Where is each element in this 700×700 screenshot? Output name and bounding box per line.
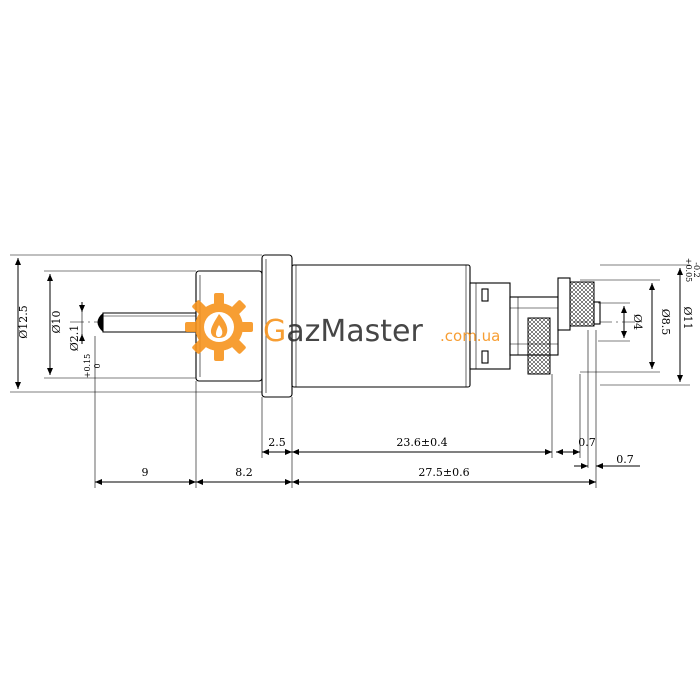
left-dimensions: Ø12.5 Ø10 Ø2.1 +0.15 0 (10, 254, 262, 393)
dim-dia-11-tol-lower: -0.2 (692, 262, 700, 277)
dim-len-0-7-a: 0.7 (578, 436, 596, 449)
dim-len-23-6: 23.6±0.4 (396, 436, 447, 449)
dim-len-27-5: 27.5±0.6 (418, 466, 469, 479)
gazmaster-logo: GazMaster .com.ua (185, 293, 500, 361)
dim-dia-2-1-tol-upper: +0.15 (83, 354, 92, 379)
dim-len-9: 9 (142, 466, 149, 479)
knurled-nut (527, 317, 551, 375)
terminal-tip (593, 301, 601, 325)
dim-dia-2-1-tol-lower: 0 (93, 363, 102, 368)
pin-tip (97, 313, 103, 332)
dim-dia-4: Ø4 (631, 314, 644, 330)
dim-len-2-5: 2.5 (268, 436, 286, 449)
dim-dia-12-5: Ø12.5 (17, 305, 30, 339)
dim-dia-11: Ø11 (681, 306, 694, 329)
terminal-disk (557, 277, 571, 331)
dim-dia-8-5: Ø8.5 (659, 309, 672, 336)
brand-name: GazMaster (263, 314, 423, 349)
terminal-knurl (569, 281, 595, 327)
gear-flame-icon (185, 293, 253, 361)
dim-dia-11-tol-upper: +0.05 (684, 258, 693, 283)
brand-domain: .com.ua (440, 327, 500, 345)
dim-dia-2-1: Ø2.1 (68, 325, 81, 352)
dim-dia-10: Ø10 (50, 310, 63, 333)
dim-len-0-7-b: 0.7 (616, 453, 634, 466)
dim-len-8-2: 8.2 (235, 466, 253, 479)
right-dimensions: Ø4 Ø8.5 Ø11 +0.05 -0.2 (580, 258, 700, 386)
bottom-dimensions: 2.5 23.6±0.4 0.7 0.7 9 8.2 27.5±0.6 (94, 330, 640, 488)
